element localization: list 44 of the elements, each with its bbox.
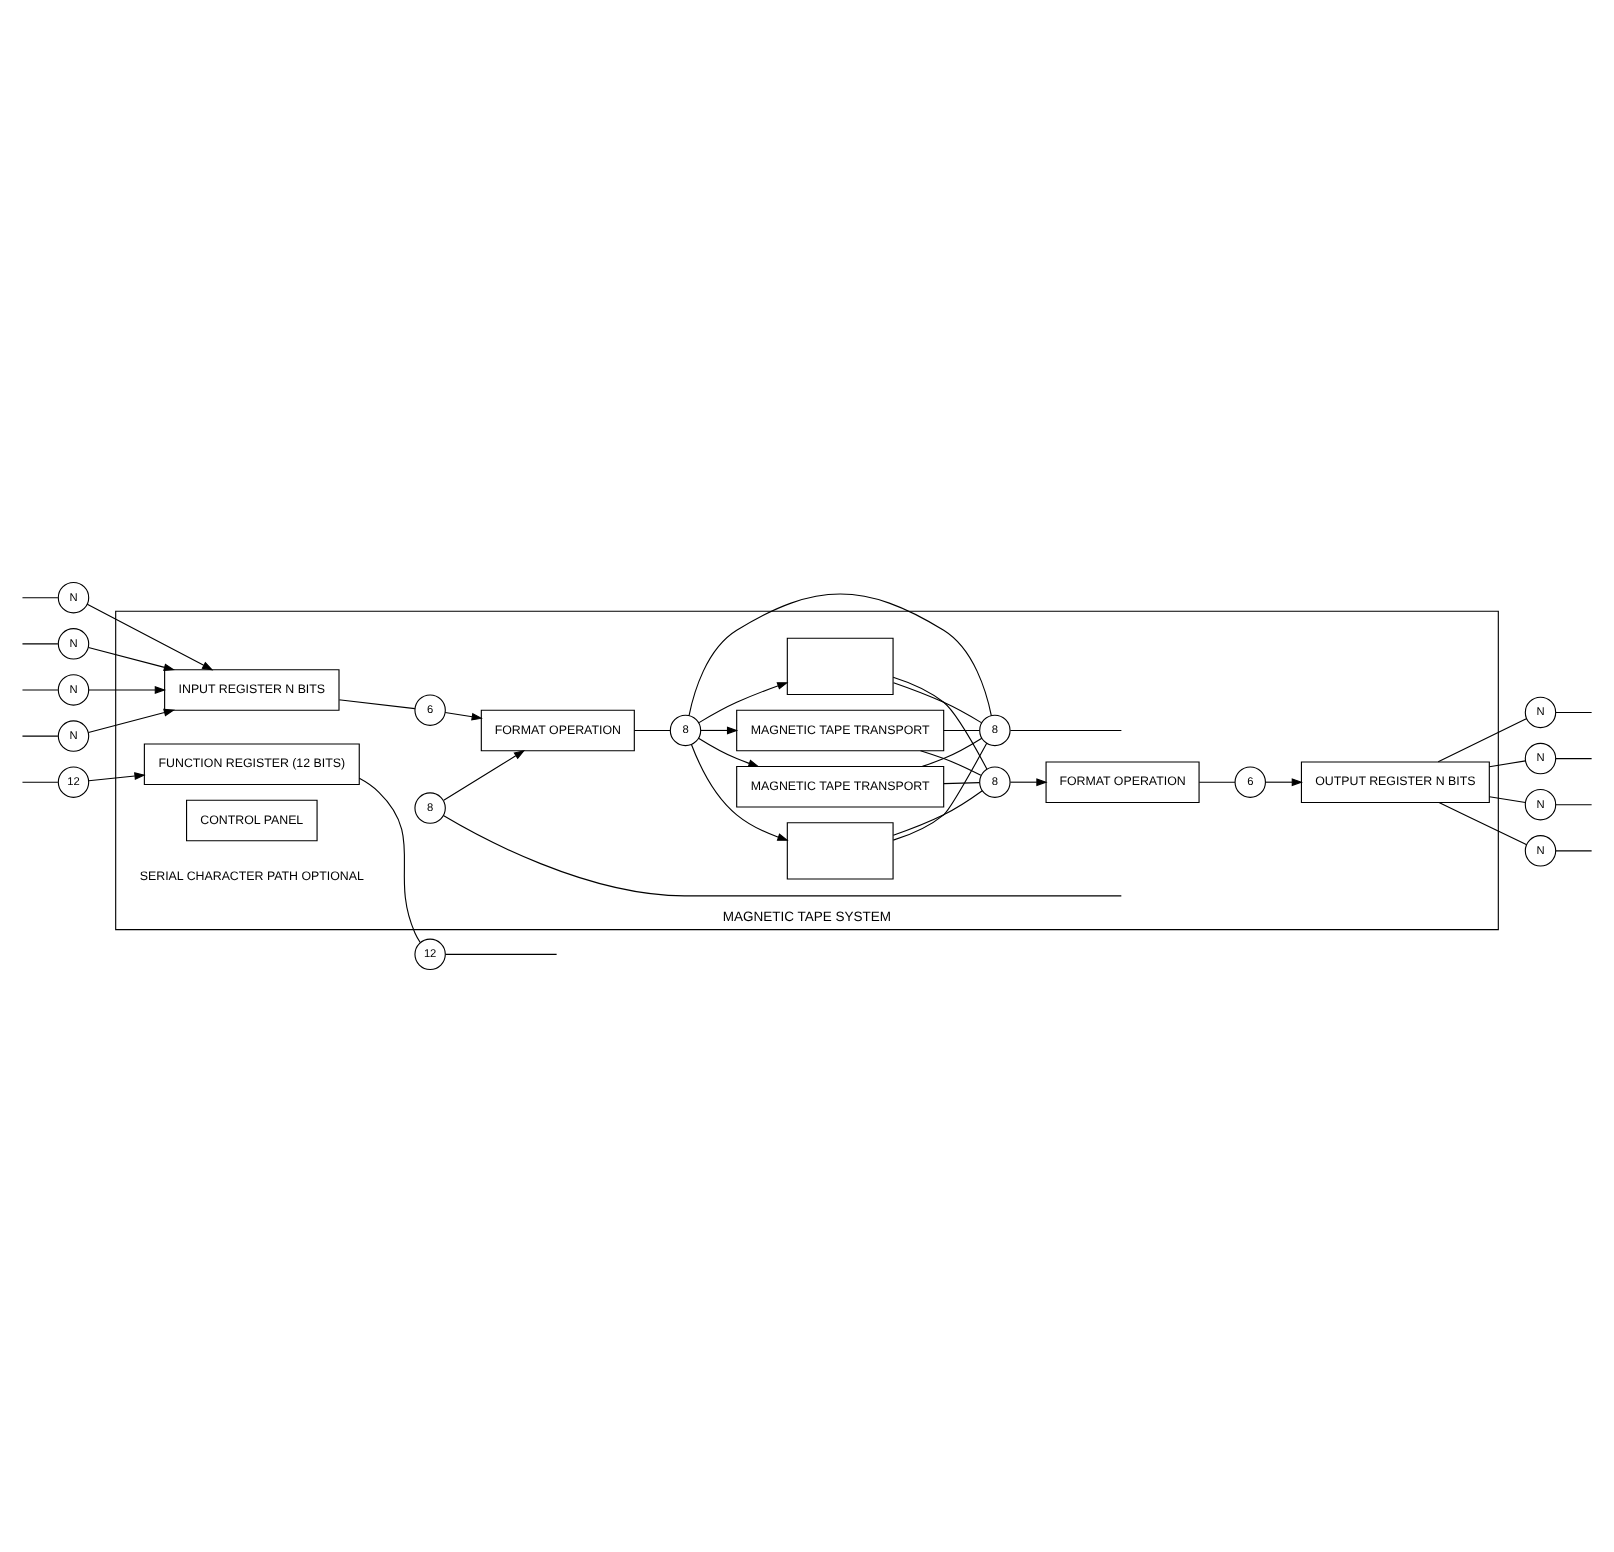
connector: [21, 781, 59, 783]
connector: [892, 742, 988, 841]
connector: [1555, 804, 1593, 806]
arrow: [700, 726, 739, 735]
arrow: [443, 750, 526, 801]
connector: [920, 750, 982, 776]
connector: [633, 729, 671, 731]
connector: [21, 735, 59, 737]
connector: [892, 790, 983, 836]
node-box: [786, 637, 894, 695]
connector: [21, 689, 59, 691]
arrow: [1009, 778, 1048, 787]
connector: [921, 737, 983, 767]
connector: [893, 682, 982, 724]
connector: [1555, 758, 1593, 760]
connector: [688, 593, 992, 717]
arrow: [1265, 778, 1303, 787]
arrow: [690, 743, 789, 841]
arrow: [86, 603, 214, 671]
arrow: [444, 711, 483, 721]
connector: [445, 953, 558, 955]
connector: [442, 814, 1122, 897]
connector: [1009, 729, 1122, 731]
connector: [1198, 781, 1236, 783]
arrow: [87, 708, 176, 733]
arrow: [698, 682, 789, 724]
arrow: [698, 737, 760, 767]
node-box: [786, 822, 894, 880]
connector: [338, 699, 416, 710]
arrow: [88, 686, 166, 694]
connector: [1437, 718, 1527, 763]
connector: [1488, 796, 1527, 804]
connector: [943, 729, 981, 731]
connector: [21, 597, 59, 599]
connector: [1438, 802, 1528, 846]
connector: [892, 676, 988, 770]
connector: [1555, 711, 1593, 713]
connector: [943, 782, 981, 785]
connector: [1555, 850, 1593, 852]
connector: [1488, 760, 1527, 768]
arrow: [88, 772, 146, 782]
arrow: [87, 646, 176, 672]
connector: [21, 643, 59, 645]
connector: [358, 777, 421, 944]
